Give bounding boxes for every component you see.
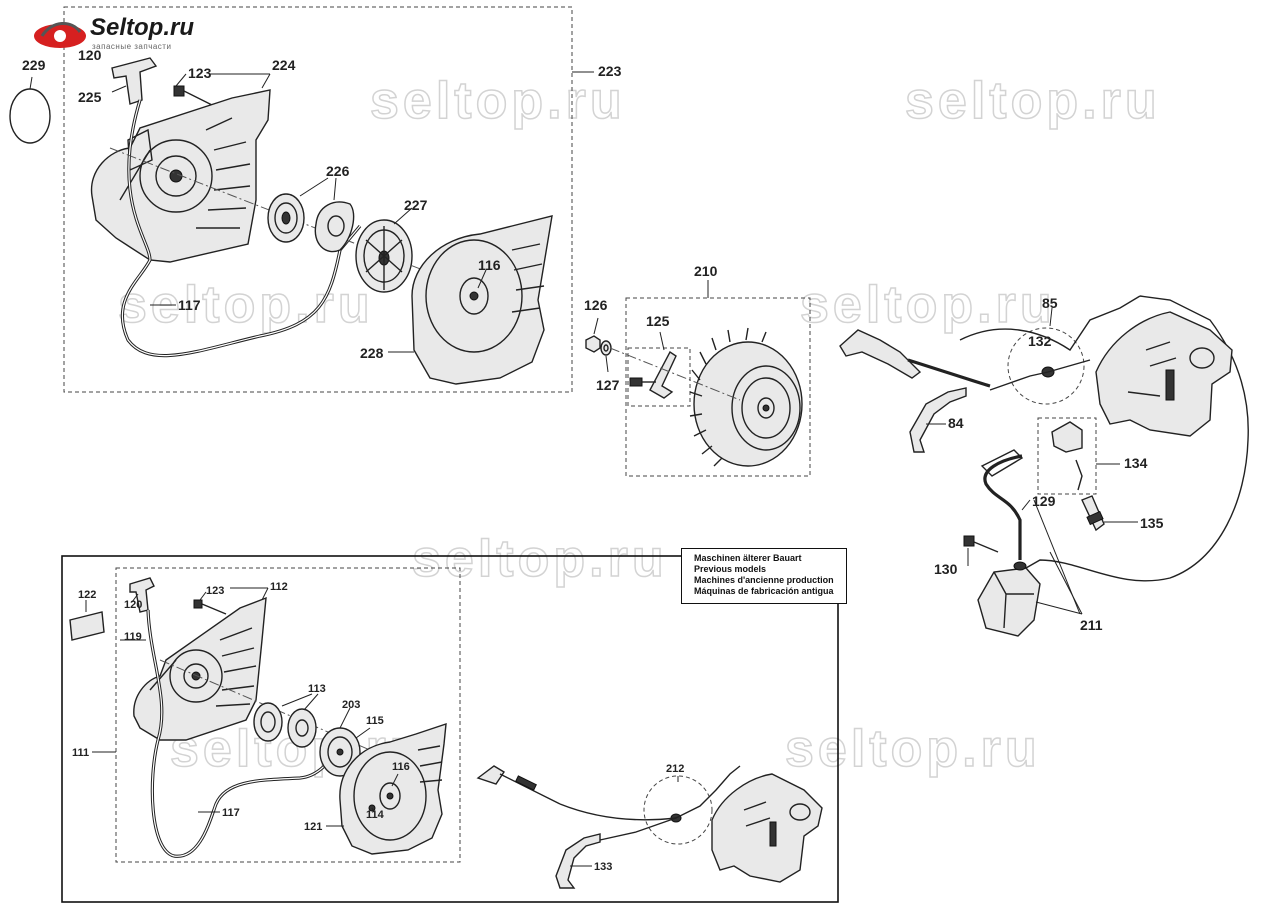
watermark-5: seltop.ru	[412, 530, 668, 588]
ignition-cover	[1095, 311, 1233, 437]
label-122: 122	[78, 589, 96, 601]
label-203: 203	[342, 699, 360, 711]
fan-cover-121	[326, 722, 447, 855]
label-120-bottom: 120	[124, 599, 142, 611]
label-226: 226	[326, 163, 350, 179]
watermark-3: seltop.ru	[118, 276, 374, 334]
label-212: 212	[666, 763, 684, 775]
group-box-125	[627, 347, 691, 407]
label-132: 132	[1028, 333, 1052, 349]
label-210: 210	[694, 263, 718, 279]
label-224: 224	[272, 57, 296, 73]
label-229: 229	[22, 57, 46, 73]
watermark-1: seltop.ru	[370, 72, 626, 130]
nut-126	[585, 335, 601, 353]
label-126: 126	[584, 297, 608, 313]
label-111: 111	[72, 747, 89, 759]
label-211: 211	[1080, 617, 1103, 633]
label-116-top: 116	[478, 257, 501, 273]
watermark-4: seltop.ru	[800, 276, 1056, 334]
label-225: 225	[78, 89, 102, 105]
spring-226	[267, 177, 355, 253]
starter-housing-112	[133, 596, 267, 741]
flywheel	[689, 327, 803, 467]
label-125: 125	[646, 313, 670, 329]
label-113: 113	[308, 683, 326, 695]
spark-plug-135	[1081, 495, 1105, 532]
note-line-es: Máquinas de fabricación antigua	[694, 586, 834, 596]
label-117-bottom: 117	[222, 807, 240, 819]
note-line-en: Previous models	[694, 564, 767, 574]
bracket-133	[555, 833, 601, 889]
group-box-223	[63, 6, 573, 393]
stop-switch-old	[476, 765, 561, 805]
watermark-7: seltop.ru	[785, 720, 1041, 778]
previous-models-frame	[61, 555, 839, 903]
group-box-111	[115, 567, 461, 863]
label-117-top: 117	[178, 297, 201, 313]
ignition-assembly: 85 132 84 134 129 135 130 211	[839, 295, 1249, 637]
flywheel-assembly-210: 210 126 125 127	[584, 263, 811, 477]
label-119: 119	[124, 631, 142, 643]
washer-127	[600, 340, 612, 356]
label-127: 127	[596, 377, 620, 393]
screw-123	[173, 73, 215, 107]
note-line-fr: Machines d'ancienne production	[694, 575, 834, 585]
stop-switch	[839, 329, 922, 379]
label-112: 112	[270, 581, 288, 593]
watermark-2: seltop.ru	[905, 72, 1161, 130]
group-box-134	[1037, 417, 1097, 495]
label-129: 129	[1032, 493, 1056, 509]
label-228: 228	[360, 345, 384, 361]
screw-130	[963, 535, 999, 566]
logo-tagline: запасные запчасти	[92, 42, 172, 51]
ignition-module-211	[977, 561, 1041, 637]
label-121: 121	[304, 821, 322, 833]
label-133: 133	[594, 861, 612, 873]
label-227: 227	[404, 197, 428, 213]
logo-mark	[34, 22, 86, 48]
screw-123-old	[193, 591, 227, 615]
spark-plug-boot-134	[1051, 421, 1083, 491]
sticker-122	[69, 600, 105, 641]
bracket-84	[909, 387, 967, 453]
previous-models-panel: 122 120 123 112 119 113 203 115 111 116 …	[61, 555, 839, 903]
label-123-top: 123	[188, 65, 212, 81]
spring-113	[253, 693, 319, 748]
watermarks: seltop.ru seltop.ru seltop.ru seltop.ru …	[117, 71, 1161, 779]
label-135: 135	[1140, 515, 1164, 531]
handle-225	[111, 57, 158, 105]
label-223: 223	[598, 63, 622, 79]
logo-text: Seltop.ru	[90, 14, 195, 41]
label-84: 84	[948, 415, 964, 431]
pawl-125	[629, 331, 677, 399]
group-box-210	[625, 297, 811, 477]
label-134: 134	[1124, 455, 1148, 471]
seltop-logo: Seltop.ru запасные запчасти	[32, 14, 222, 56]
fan-cover-228	[388, 215, 553, 385]
pulley-227	[355, 207, 413, 293]
starter-assembly-223: 120 229 225 123 224 223 226 227 116 117 …	[9, 6, 622, 393]
circlip-229	[9, 88, 51, 144]
label-123-bottom: 123	[206, 585, 224, 597]
note-line-de: Maschinen älterer Bauart	[694, 553, 802, 563]
label-116-bottom: 116	[392, 761, 410, 773]
group-circle-132	[1007, 327, 1085, 405]
label-115: 115	[366, 715, 384, 727]
ignition-cover-old	[711, 773, 823, 883]
label-130: 130	[934, 561, 958, 577]
group-circle-212	[643, 775, 713, 845]
label-85: 85	[1042, 295, 1058, 311]
label-120-top: 120	[78, 47, 102, 63]
label-114: 114	[366, 809, 385, 821]
previous-models-note: Maschinen älterer Bauart Previous models…	[681, 548, 847, 604]
